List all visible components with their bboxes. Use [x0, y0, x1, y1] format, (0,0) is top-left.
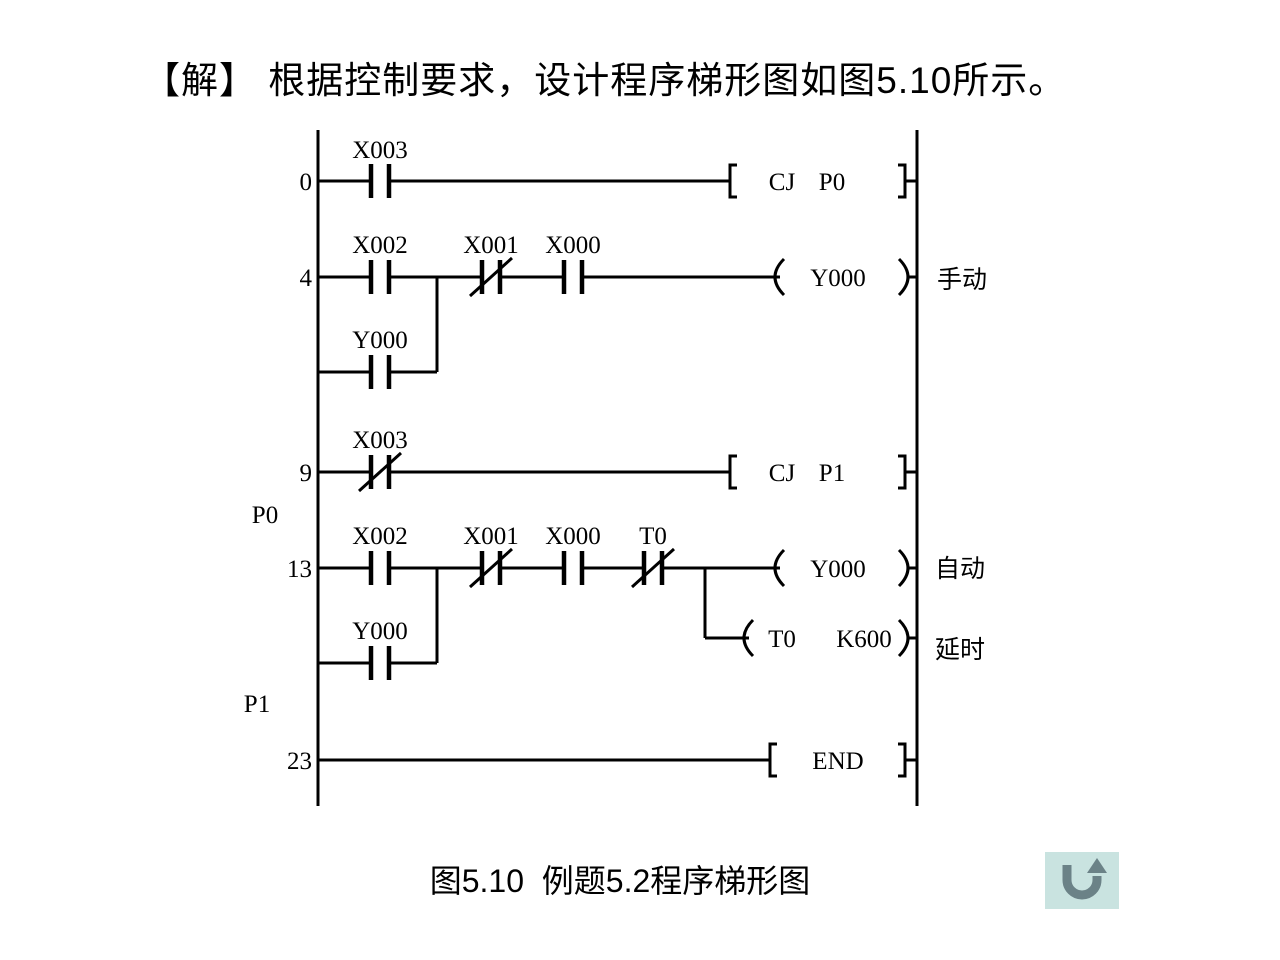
rung13-branch-contact-label: Y000 — [352, 618, 408, 645]
rung4-step-number: 4 — [300, 265, 313, 292]
rung4-annotation: 手动 — [937, 266, 987, 294]
rung4-contact1-label: X002 — [352, 232, 408, 259]
return-button-background — [1045, 852, 1119, 909]
rung23-instruction-op: END — [812, 748, 863, 775]
rung13-annotation: 自动 — [935, 555, 985, 583]
rung4-contact2-label: X001 — [463, 232, 519, 259]
contact-no-x000-2 — [561, 551, 585, 585]
instruction-box-cj-p0 — [728, 163, 907, 199]
rung9-instruction-op: CJ — [769, 460, 796, 487]
rung13-contact2-label: X001 — [463, 523, 519, 550]
rung-0: 0 X003 CJ P0 — [300, 137, 917, 199]
return-button[interactable] — [1045, 852, 1119, 909]
pointer-p0-label: P0 — [252, 502, 278, 529]
contact-no-y000-branch — [368, 355, 392, 389]
rung13-timer-coil-label: T0 — [768, 626, 796, 653]
rung4-branch-contact-label: Y000 — [352, 327, 408, 354]
rung13-contact4-label: T0 — [639, 523, 667, 550]
contact-no-x002-2 — [368, 551, 392, 585]
rung4-coil-label: Y000 — [810, 265, 866, 292]
contact-no-x000 — [561, 260, 585, 294]
rung-13: 13 X002 X001 X000 T0 Y000 Y000 T0 K600 自… — [287, 523, 985, 680]
rung0-step-number: 0 — [300, 169, 313, 196]
rung9-step-number: 9 — [300, 460, 313, 487]
instruction-box-cj-p1 — [728, 454, 907, 490]
contact-no-x002 — [368, 260, 392, 294]
contact-no-x003 — [368, 164, 392, 198]
rung13-contact1-label: X002 — [352, 523, 408, 550]
rung13-contact3-label: X000 — [545, 523, 601, 550]
u-turn-arrow-head — [1087, 858, 1107, 873]
rung0-instruction-op: CJ — [769, 169, 796, 196]
rung23-step-number: 23 — [287, 748, 312, 775]
rung0-contact-label: X003 — [352, 137, 408, 164]
rung-9: 9 X003 CJ P1 — [300, 427, 917, 493]
pointer-p1-label: P1 — [244, 691, 270, 718]
figure-caption: 图5.10 例题5.2程序梯形图 — [429, 863, 811, 899]
return-arrow-icon — [1045, 852, 1119, 909]
rung9-instruction-operand: P1 — [819, 460, 845, 487]
rung-23: 23 END — [287, 742, 917, 778]
rung13-coil-label: Y000 — [810, 556, 866, 583]
rung9-contact-label: X003 — [352, 427, 408, 454]
rung-4: 4 X002 X001 X000 Y000 Y000 手动 — [300, 232, 987, 389]
rung13-timer-annotation: 延时 — [935, 636, 985, 664]
contact-no-y000-branch-2 — [368, 646, 392, 680]
page-title: 【解】 根据控制要求，设计程序梯形图如图5.10所示。 — [143, 60, 1067, 101]
rung13-timer-preset: K600 — [836, 626, 892, 653]
rung4-contact3-label: X000 — [545, 232, 601, 259]
u-turn-arrow-stem — [1062, 865, 1102, 900]
rung13-step-number: 13 — [287, 556, 312, 583]
rung0-instruction-operand: P0 — [819, 169, 845, 196]
